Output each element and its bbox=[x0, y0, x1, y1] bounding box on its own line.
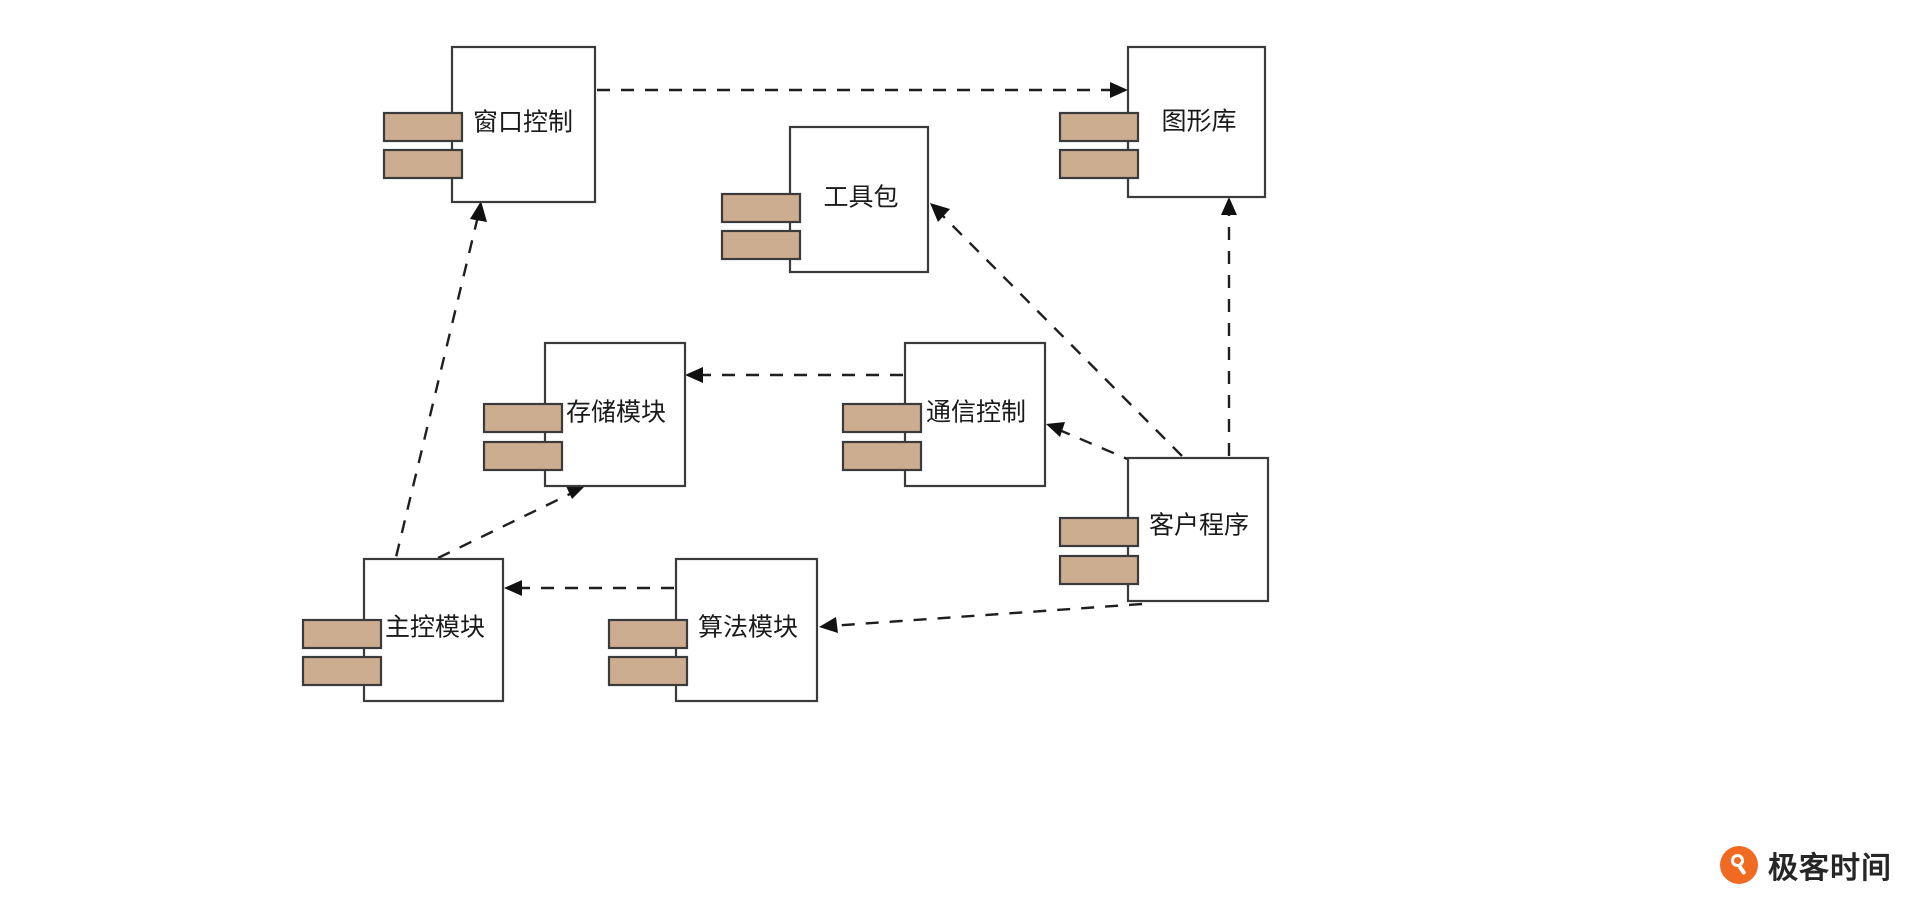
component-algorithm-module-port-upper[interactable] bbox=[607, 618, 689, 650]
component-window-control-port-upper[interactable] bbox=[382, 111, 464, 143]
component-main-control-module[interactable]: 主控模块 bbox=[301, 557, 505, 703]
component-algorithm-module[interactable]: 算法模块 bbox=[607, 557, 819, 703]
component-storage-module-body[interactable] bbox=[543, 341, 687, 488]
dependency-window-control-to-graphics-library[interactable] bbox=[597, 82, 1128, 98]
dependency-client-program-to-algorithm-module[interactable] bbox=[819, 602, 1143, 633]
component-graphics-library-label: 图形库 bbox=[1161, 108, 1236, 136]
component-communication-control-label: 通信控制 bbox=[926, 399, 1026, 427]
component-client-program-port-lower[interactable] bbox=[1058, 554, 1140, 586]
component-client-program-port-upper[interactable] bbox=[1058, 516, 1140, 548]
component-algorithm-module-label: 算法模块 bbox=[698, 614, 798, 642]
component-storage-module[interactable]: 存储模块 bbox=[482, 341, 687, 488]
brand-watermark: 极客时间 bbox=[1720, 843, 1892, 887]
dependency-main-control-to-window-control[interactable] bbox=[383, 201, 487, 604]
brand-logo-text: 极客时间 bbox=[1768, 852, 1892, 885]
component-main-control-module-label: 主控模块 bbox=[385, 614, 485, 642]
component-main-control-module-body[interactable] bbox=[362, 557, 505, 703]
component-window-control-port-lower[interactable] bbox=[382, 148, 464, 180]
dependency-main-control-to-storage-module[interactable] bbox=[437, 484, 584, 560]
component-storage-module-port-lower[interactable] bbox=[482, 440, 564, 472]
component-window-control-body[interactable] bbox=[450, 45, 597, 204]
component-graphics-library-port-lower[interactable] bbox=[1058, 148, 1140, 180]
component-algorithm-module-body[interactable] bbox=[674, 557, 819, 703]
component-storage-module-label: 存储模块 bbox=[566, 399, 666, 427]
component-storage-module-port-upper[interactable] bbox=[482, 402, 564, 434]
component-communication-control-port-lower[interactable] bbox=[841, 440, 923, 472]
dependency-algorithm-module-to-main-control[interactable] bbox=[504, 580, 674, 596]
component-main-control-module-port-lower[interactable] bbox=[301, 655, 383, 687]
geekbang-circle-icon bbox=[1720, 846, 1758, 884]
component-toolkit-body[interactable] bbox=[788, 125, 930, 274]
component-toolkit-port-lower[interactable] bbox=[720, 229, 802, 261]
component-client-program-body[interactable] bbox=[1126, 456, 1270, 603]
component-communication-control-body[interactable] bbox=[903, 341, 1047, 488]
component-algorithm-module-port-lower[interactable] bbox=[607, 655, 689, 687]
dependency-client-program-to-toolkit[interactable] bbox=[930, 203, 1183, 457]
component-toolkit-label: 工具包 bbox=[823, 184, 898, 212]
component-window-control[interactable]: 窗口控制 bbox=[382, 45, 597, 204]
component-toolkit[interactable]: 工具包 bbox=[720, 125, 930, 274]
component-toolkit-port-upper[interactable] bbox=[720, 192, 802, 224]
component-graphics-library-body[interactable] bbox=[1126, 45, 1267, 199]
dependency-communication-control-to-storage-module[interactable] bbox=[685, 367, 903, 383]
component-client-program-label: 客户程序 bbox=[1149, 512, 1249, 540]
dependency-client-program-to-graphics-library[interactable] bbox=[1221, 197, 1237, 456]
component-graphics-library[interactable]: 图形库 bbox=[1058, 45, 1267, 199]
dependency-edges bbox=[383, 82, 1237, 633]
component-client-program[interactable]: 客户程序 bbox=[1058, 456, 1270, 603]
component-graphics-library-port-upper[interactable] bbox=[1058, 111, 1140, 143]
component-communication-control[interactable]: 通信控制 bbox=[841, 341, 1047, 488]
component-communication-control-port-upper[interactable] bbox=[841, 402, 923, 434]
component-main-control-module-port-upper[interactable] bbox=[301, 618, 383, 650]
component-window-control-label: 窗口控制 bbox=[473, 109, 573, 137]
dependency-client-program-to-communication-control[interactable] bbox=[1046, 422, 1159, 474]
